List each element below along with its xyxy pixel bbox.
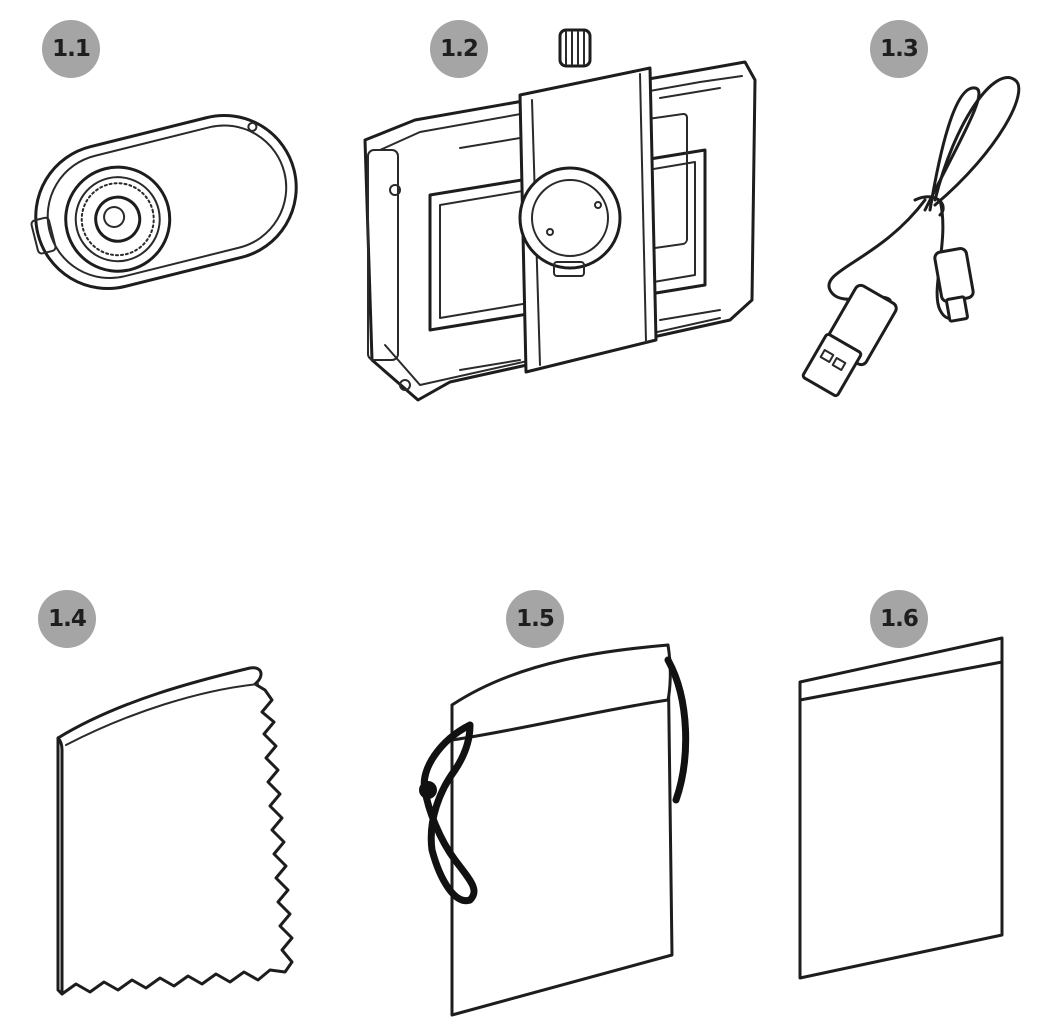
- item-badge: 1.2: [430, 20, 488, 78]
- item-badge: 1.4: [38, 590, 96, 648]
- camera-module-icon: [30, 113, 298, 291]
- item-badge: 1.6: [870, 590, 928, 648]
- cleaning-cloth-icon: [56, 666, 294, 996]
- phone-holder-clamp-icon: [363, 28, 757, 402]
- usb-cable-icon: [801, 76, 1021, 398]
- drawstring-pouch-icon: [419, 643, 690, 1017]
- item-badge: 1.1: [42, 20, 100, 78]
- item-badge: 1.3: [870, 20, 928, 78]
- item-badge: 1.5: [506, 590, 564, 648]
